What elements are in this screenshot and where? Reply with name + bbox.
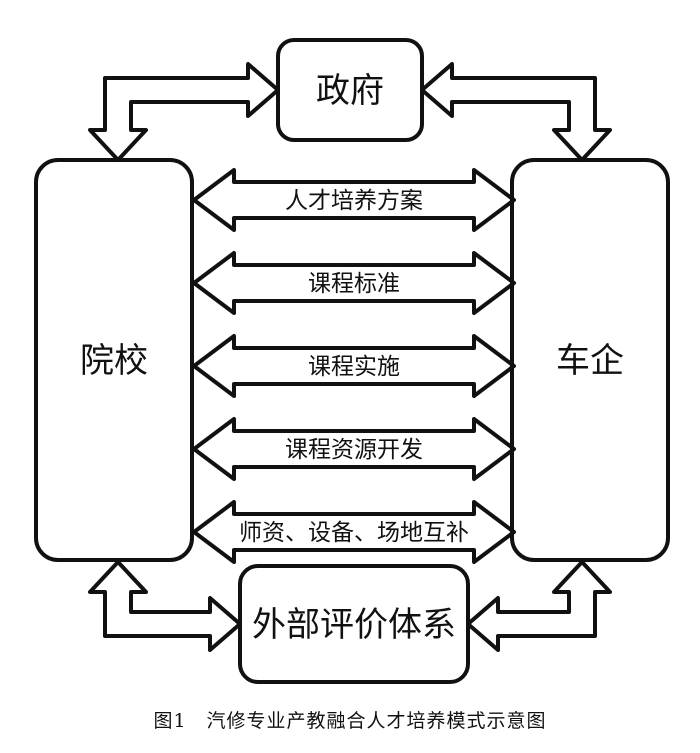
link-label-2: 课程标准 (308, 271, 400, 297)
arrow-enterprise-eval (466, 560, 612, 652)
school-box (34, 158, 194, 562)
link-label-3: 课程实施 (308, 354, 400, 380)
enterprise-label: 车企 (556, 341, 624, 381)
link-arrow-5 (192, 500, 516, 564)
arrow-gov-school (88, 62, 280, 162)
link-arrow-4 (192, 417, 516, 481)
link-label-4: 课程资源开发 (285, 437, 423, 463)
link-label-1: 人才培养方案 (285, 188, 423, 214)
enterprise-box (510, 158, 670, 562)
link-label-5: 师资、设备、场地互补 (239, 520, 469, 546)
link-arrow-2 (192, 251, 516, 315)
link-arrow-3 (192, 334, 516, 398)
school-label: 院校 (80, 341, 148, 381)
government-label: 政府 (316, 71, 384, 111)
figure-caption: 图1 汽修专业产教融合人才培养模式示意图 (153, 710, 547, 732)
evaluation-label: 外部评价体系 (252, 605, 456, 645)
link-arrow-1 (192, 168, 516, 232)
arrow-gov-enterprise (420, 62, 612, 162)
arrow-school-eval (88, 560, 242, 652)
diagram-canvas: 政府 院校 车企 外部评价体系 人才培养方案 课程标准 课程实施 课程资源开发 … (34, 38, 670, 684)
